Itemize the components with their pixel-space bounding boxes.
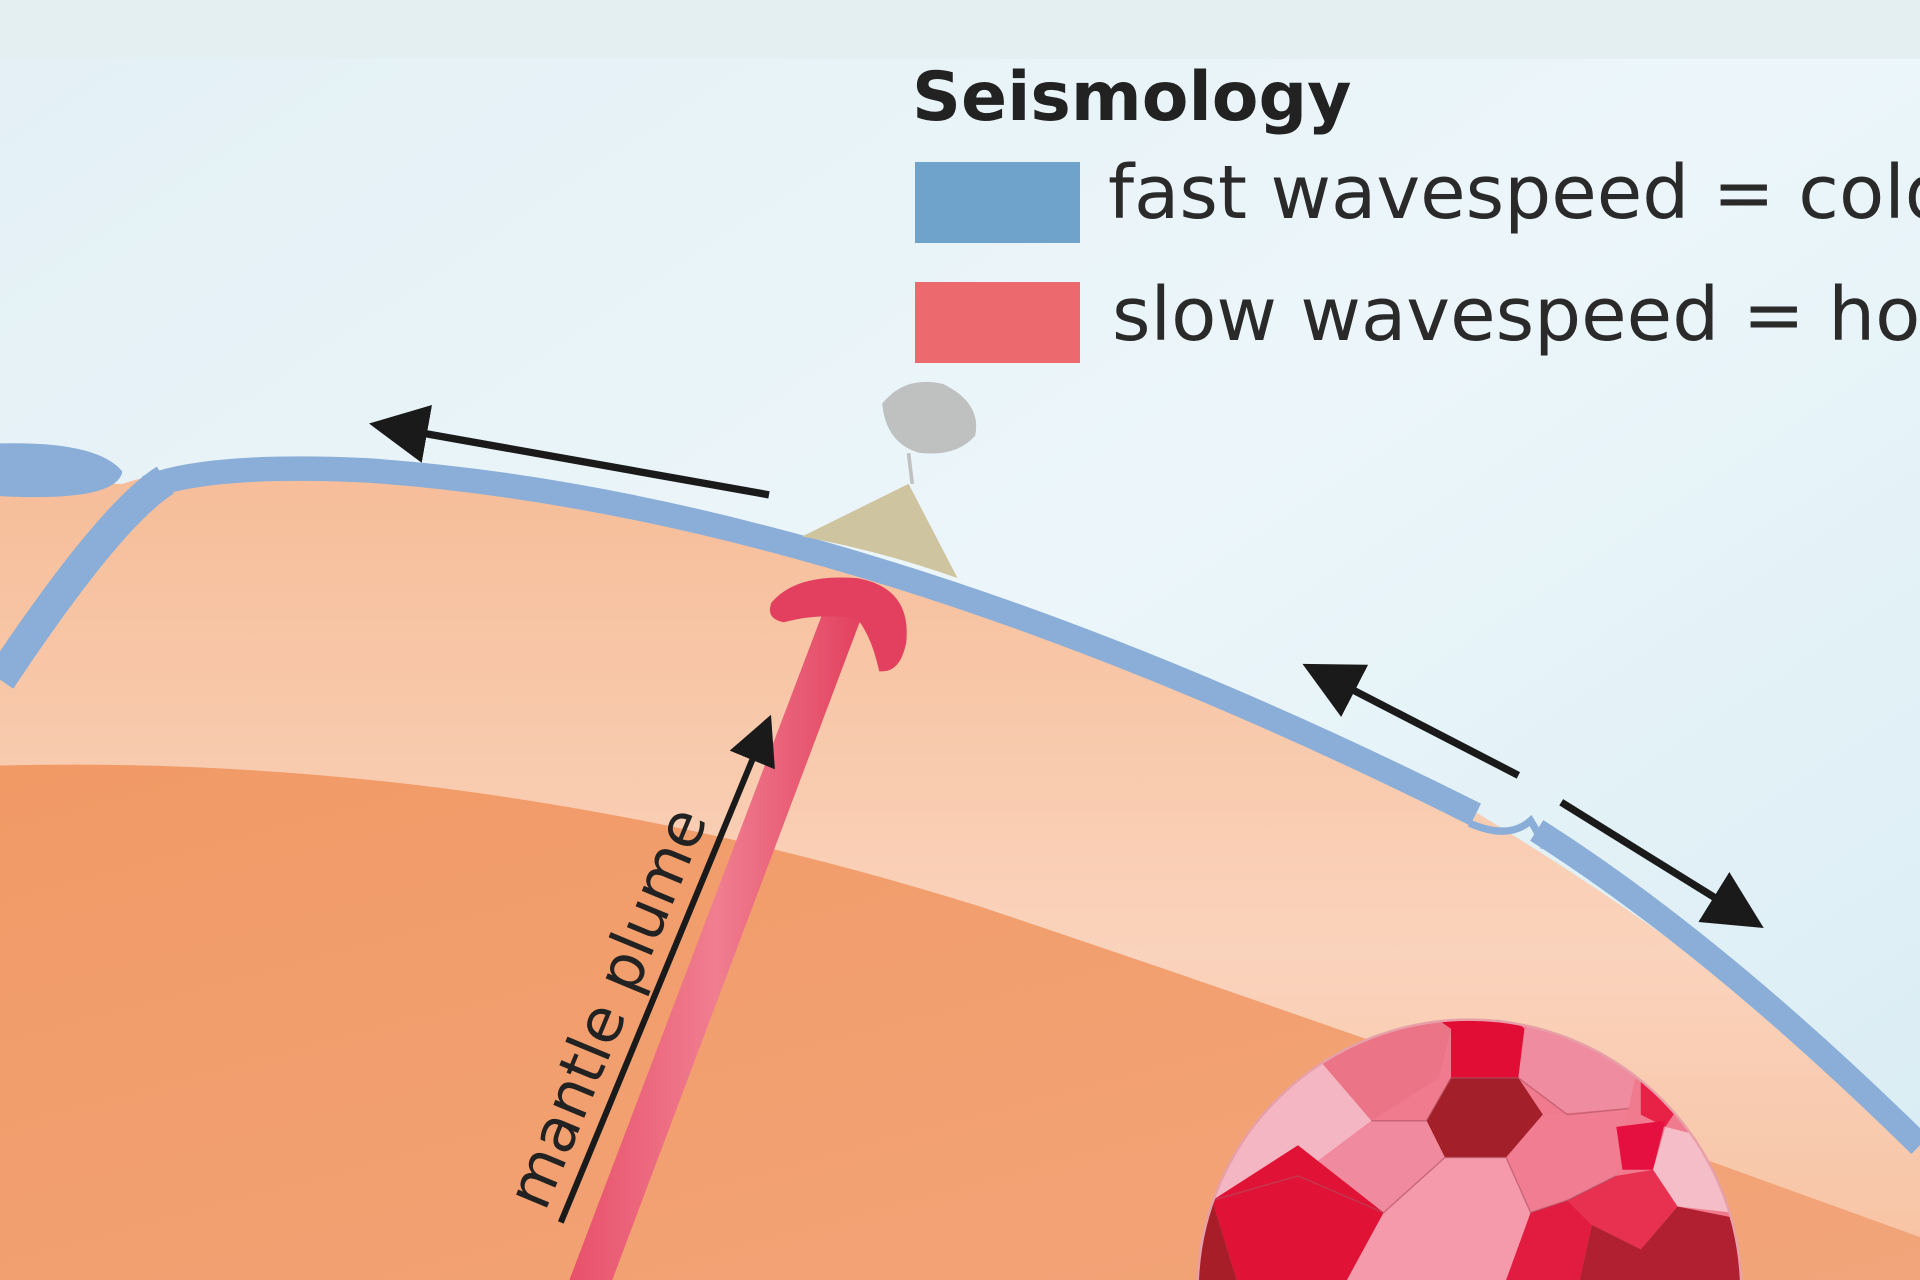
subducting-slab [0, 466, 175, 689]
mineral-grain-inset-outline [1196, 1018, 1743, 1280]
volcano [802, 483, 958, 579]
legend-label-fast: fast wavespeed = cold [1108, 150, 1920, 236]
plate-motion-arrow-ridge-right [1559, 799, 1764, 929]
legend-title: Seismology [912, 58, 1352, 137]
legend-swatch-slow [915, 282, 1080, 363]
ridge-gap [1467, 814, 1546, 849]
legend-label-slow: slow wavespeed = hot [1112, 272, 1920, 358]
plate-motion-arrow-left [369, 404, 770, 499]
continental-crust-blob [0, 443, 123, 498]
plume-direction-arrow [557, 714, 775, 1224]
oceanic-crust-plate-right [1530, 820, 1920, 1155]
top-band [0, 0, 1920, 59]
volcano-smoke [882, 381, 977, 485]
plate-motion-arrow-ridge-left [1302, 663, 1521, 779]
oceanic-crust-plate [142, 456, 1481, 826]
legend-swatch-fast [915, 162, 1080, 243]
plume-head [769, 577, 907, 672]
mantle-plume [569, 612, 864, 1280]
